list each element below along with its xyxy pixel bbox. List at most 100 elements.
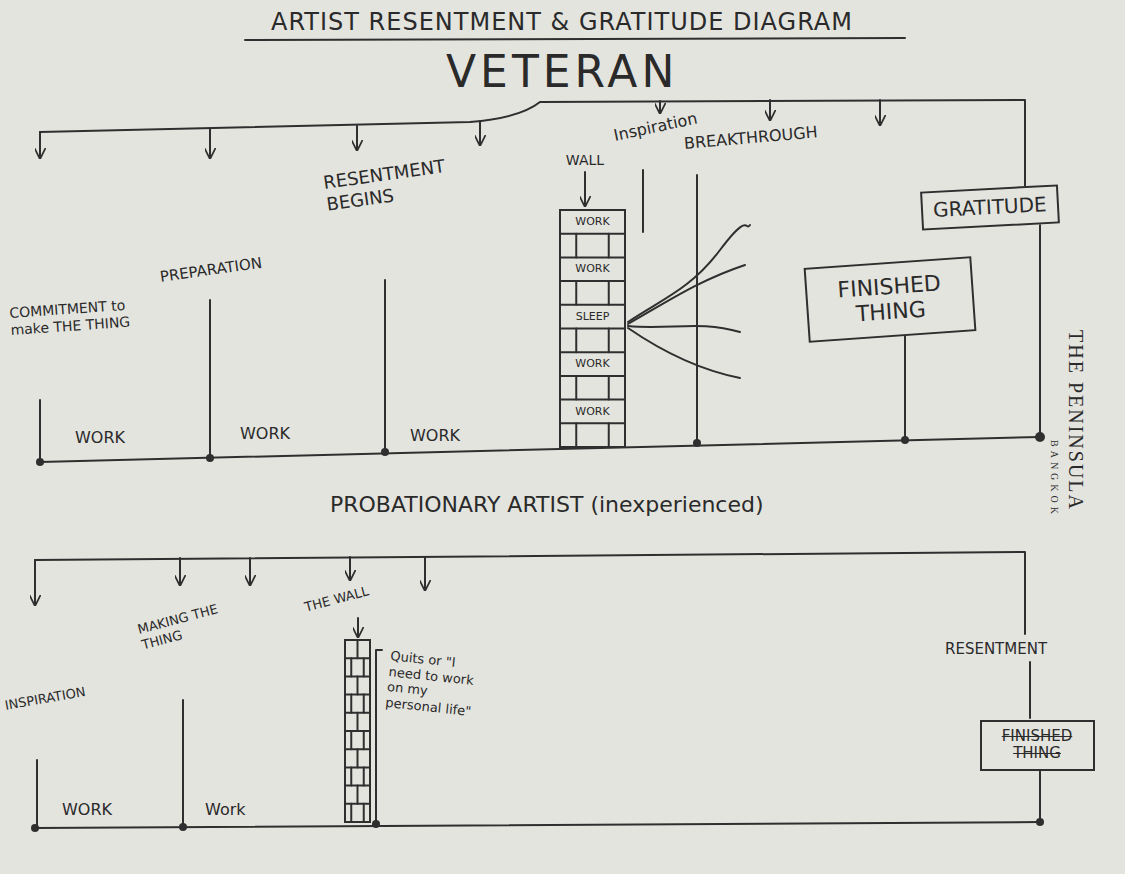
work-label: WORK — [62, 800, 112, 819]
sign-text: FINISHED THING — [990, 728, 1085, 763]
brick-label: WORK — [560, 262, 625, 275]
brick-label: SLEEP — [560, 310, 625, 323]
brick-joint — [350, 658, 352, 676]
bracket-arrow — [769, 100, 771, 120]
wall-outline — [560, 210, 625, 447]
stage-label: RESENTMENT — [945, 640, 1047, 658]
timeline-dot — [1036, 818, 1044, 826]
brick-joint — [575, 234, 577, 258]
bracket-arrow — [879, 100, 881, 125]
brick-joint — [357, 786, 359, 804]
gratitude-sign: GRATITUDE — [920, 184, 1060, 230]
finished-box: FINISHED THING — [980, 720, 1095, 771]
timeline-dot — [36, 458, 44, 466]
sign-post — [1039, 215, 1041, 437]
wall-arrow — [357, 618, 359, 637]
stage-line — [182, 700, 184, 827]
stage-label: MAKING THE THING — [136, 599, 231, 652]
work-label: Work — [205, 800, 246, 819]
stage-label: THE WALL — [303, 583, 370, 615]
stage-line — [209, 300, 211, 458]
stage-label: RESENTMENT BEGINS — [322, 151, 477, 215]
crack-line — [628, 326, 740, 332]
stage-line — [39, 400, 41, 462]
brick-joint — [363, 731, 365, 749]
section-heading: VETERAN — [446, 46, 678, 99]
brick-joint — [575, 376, 577, 400]
timeline-dot — [901, 436, 909, 444]
stage-label: PREPARATION — [159, 254, 263, 286]
quit-note: Quits or "I need to work on my personal … — [385, 648, 491, 720]
brick-joint — [608, 234, 610, 258]
brick-line — [560, 328, 625, 330]
brick-wall: WALLWORKWORKSLEEPWORKWORK — [545, 150, 625, 450]
stage-label: INSPIRATION — [4, 684, 87, 714]
title-underline — [245, 38, 905, 40]
bracket-arrow — [349, 557, 351, 580]
brick-line — [560, 256, 625, 258]
brick-joint — [363, 804, 365, 822]
stage-label: BREAKTHROUGH — [683, 122, 818, 153]
brick-line — [560, 422, 625, 424]
stage-line — [36, 760, 38, 828]
crack-line — [628, 265, 745, 324]
watermark: THE PENINSULA — [1064, 330, 1088, 511]
brick-line — [560, 399, 625, 401]
bracket-arrow — [179, 558, 181, 585]
crack-line — [628, 225, 750, 322]
bracket-arrow — [34, 560, 36, 605]
sign-post — [904, 320, 906, 440]
brick-joint — [608, 281, 610, 305]
brick-joint — [363, 695, 365, 713]
brick-line — [560, 375, 625, 377]
brick-joint — [350, 804, 352, 822]
brick-joint — [357, 749, 359, 767]
brick-joint — [575, 423, 577, 447]
brick-joint — [608, 376, 610, 400]
wall-outline — [345, 640, 370, 822]
timeline-dot — [31, 824, 39, 832]
timeline-dot — [381, 448, 389, 456]
brick-line — [560, 304, 625, 306]
brick-line — [560, 351, 625, 353]
brick-label: WORK — [560, 405, 625, 418]
leader-line — [1029, 662, 1031, 718]
timeline — [40, 437, 1040, 462]
quit-bracket — [376, 650, 382, 824]
bracket-arrow — [39, 132, 41, 158]
brick-joint — [350, 731, 352, 749]
brick-line — [560, 280, 625, 282]
stage-line — [384, 280, 386, 452]
veteran-bracket — [40, 100, 1025, 186]
sign-text: FINISHED THING — [818, 269, 961, 329]
brick-joint — [350, 767, 352, 785]
brick-joint — [575, 281, 577, 305]
brick-joint — [357, 676, 359, 694]
finished-sign: FINISHED THING — [804, 256, 977, 342]
timeline-dot — [206, 454, 214, 462]
bracket-arrow — [249, 558, 251, 585]
brick-label: WORK — [560, 357, 625, 370]
section-heading: PROBATIONARY ARTIST (inexperienced) — [330, 492, 764, 518]
timeline-dot — [693, 439, 701, 447]
brick-joint — [363, 658, 365, 676]
bracket-arrow — [479, 121, 481, 145]
work-label: WORK — [410, 426, 460, 445]
stage-line — [696, 175, 698, 443]
brick-joint — [575, 329, 577, 353]
work-label: WORK — [240, 424, 290, 443]
diagram-title: ARTIST RESENTMENT & GRATITUDE DIAGRAM — [271, 8, 853, 37]
timeline-dot — [372, 820, 380, 828]
bracket-arrow — [424, 557, 426, 590]
timeline-dot — [1035, 432, 1045, 442]
wall-label: WALL — [545, 152, 625, 168]
sign-text: GRATITUDE — [932, 193, 1047, 222]
brick-joint — [608, 423, 610, 447]
stage-label: COMMITMENT to make THE THING — [9, 297, 131, 339]
timeline-dot — [179, 823, 187, 831]
brick-joint — [357, 640, 359, 658]
wall-arrow — [584, 172, 586, 206]
watermark: BANGKOK — [1048, 440, 1060, 518]
